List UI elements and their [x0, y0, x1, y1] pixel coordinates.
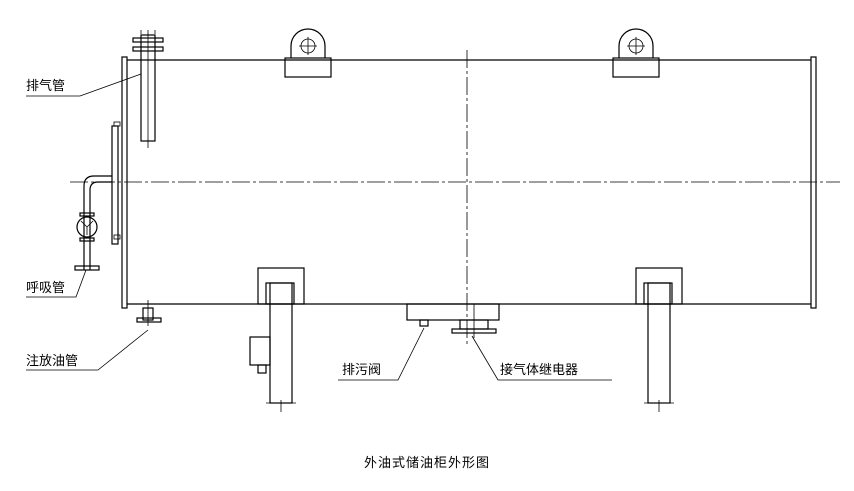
lifting-lug-left	[284, 28, 332, 78]
label-breather-pipe: 呼吸管	[26, 281, 65, 296]
leader-lines	[26, 73, 612, 381]
support-left	[249, 267, 305, 412]
breather-pipe	[74, 175, 112, 271]
lifting-lug-right	[612, 28, 660, 78]
figure-caption: 外油式储油柜外形图	[364, 456, 490, 471]
side-flange	[111, 121, 121, 245]
label-fill-drain-pipe: 注放油管	[26, 354, 78, 369]
label-exhaust-pipe: 排气管	[26, 78, 65, 94]
label-drain-valve: 排污阀	[342, 363, 381, 378]
label-gas-relay: 接气体继电器	[500, 362, 578, 378]
fill-drain-pipe	[136, 300, 162, 326]
tank-body	[121, 56, 817, 309]
sump-box	[406, 303, 500, 338]
support-right	[635, 267, 683, 412]
exhaust-pipe	[132, 30, 164, 148]
